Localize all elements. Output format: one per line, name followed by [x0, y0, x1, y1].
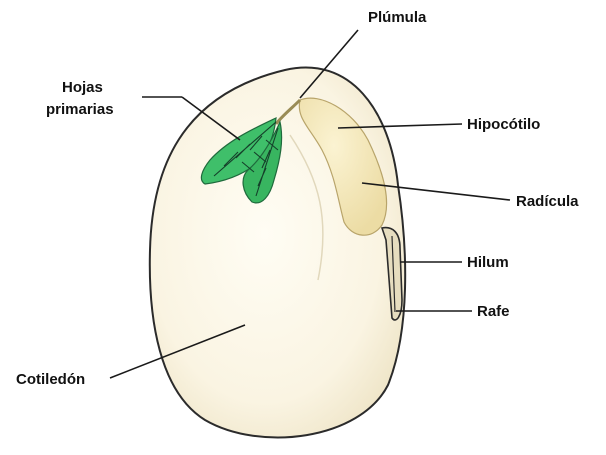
label-radicula: Radícula [516, 193, 579, 210]
label-hipocotilo: Hipocótilo [467, 116, 540, 133]
label-rafe: Rafe [477, 303, 510, 320]
label-hilum: Hilum [467, 254, 509, 271]
label-hojas-line2: primarias [46, 101, 114, 118]
label-cotiledon: Cotiledón [16, 371, 85, 388]
label-hojas-line1: Hojas [62, 79, 103, 96]
label-plumula: Plúmula [368, 9, 427, 26]
